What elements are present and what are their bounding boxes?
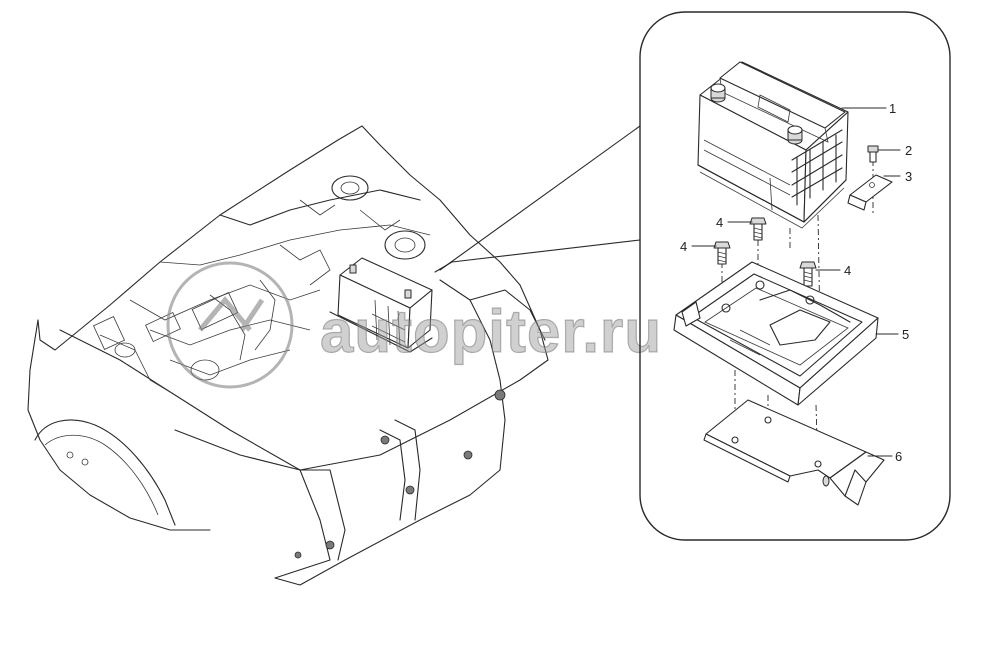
battery-tray-part-5 — [673, 261, 879, 406]
callout-4-left: 4 — [680, 239, 687, 254]
callout-4-right: 4 — [844, 263, 851, 278]
leader-line-top — [439, 125, 641, 271]
callout-5: 5 — [902, 327, 909, 342]
callout-3: 3 — [905, 169, 912, 184]
bracket-part-6 — [703, 399, 885, 506]
bolt-part-4c — [799, 261, 817, 287]
watermark-text: autopiter.ru — [320, 298, 662, 365]
clamp-part-3 — [847, 174, 893, 211]
watermark: autopiter.ru — [166, 261, 662, 389]
leader-line-bottom — [451, 239, 641, 263]
callout-leaders — [691, 107, 901, 457]
callout-4-top: 4 — [716, 215, 723, 230]
engine-bay-drawing — [27, 125, 549, 586]
battery-in-vehicle — [329, 257, 433, 353]
bolt-part-4a — [749, 217, 767, 241]
battery-part — [697, 61, 849, 229]
bolt-part-2 — [867, 145, 879, 163]
detail-frame — [639, 11, 951, 541]
callout-1: 1 — [889, 101, 896, 116]
bolt-part-4b — [713, 241, 731, 265]
callout-6: 6 — [895, 449, 902, 464]
callout-2: 2 — [905, 143, 912, 158]
